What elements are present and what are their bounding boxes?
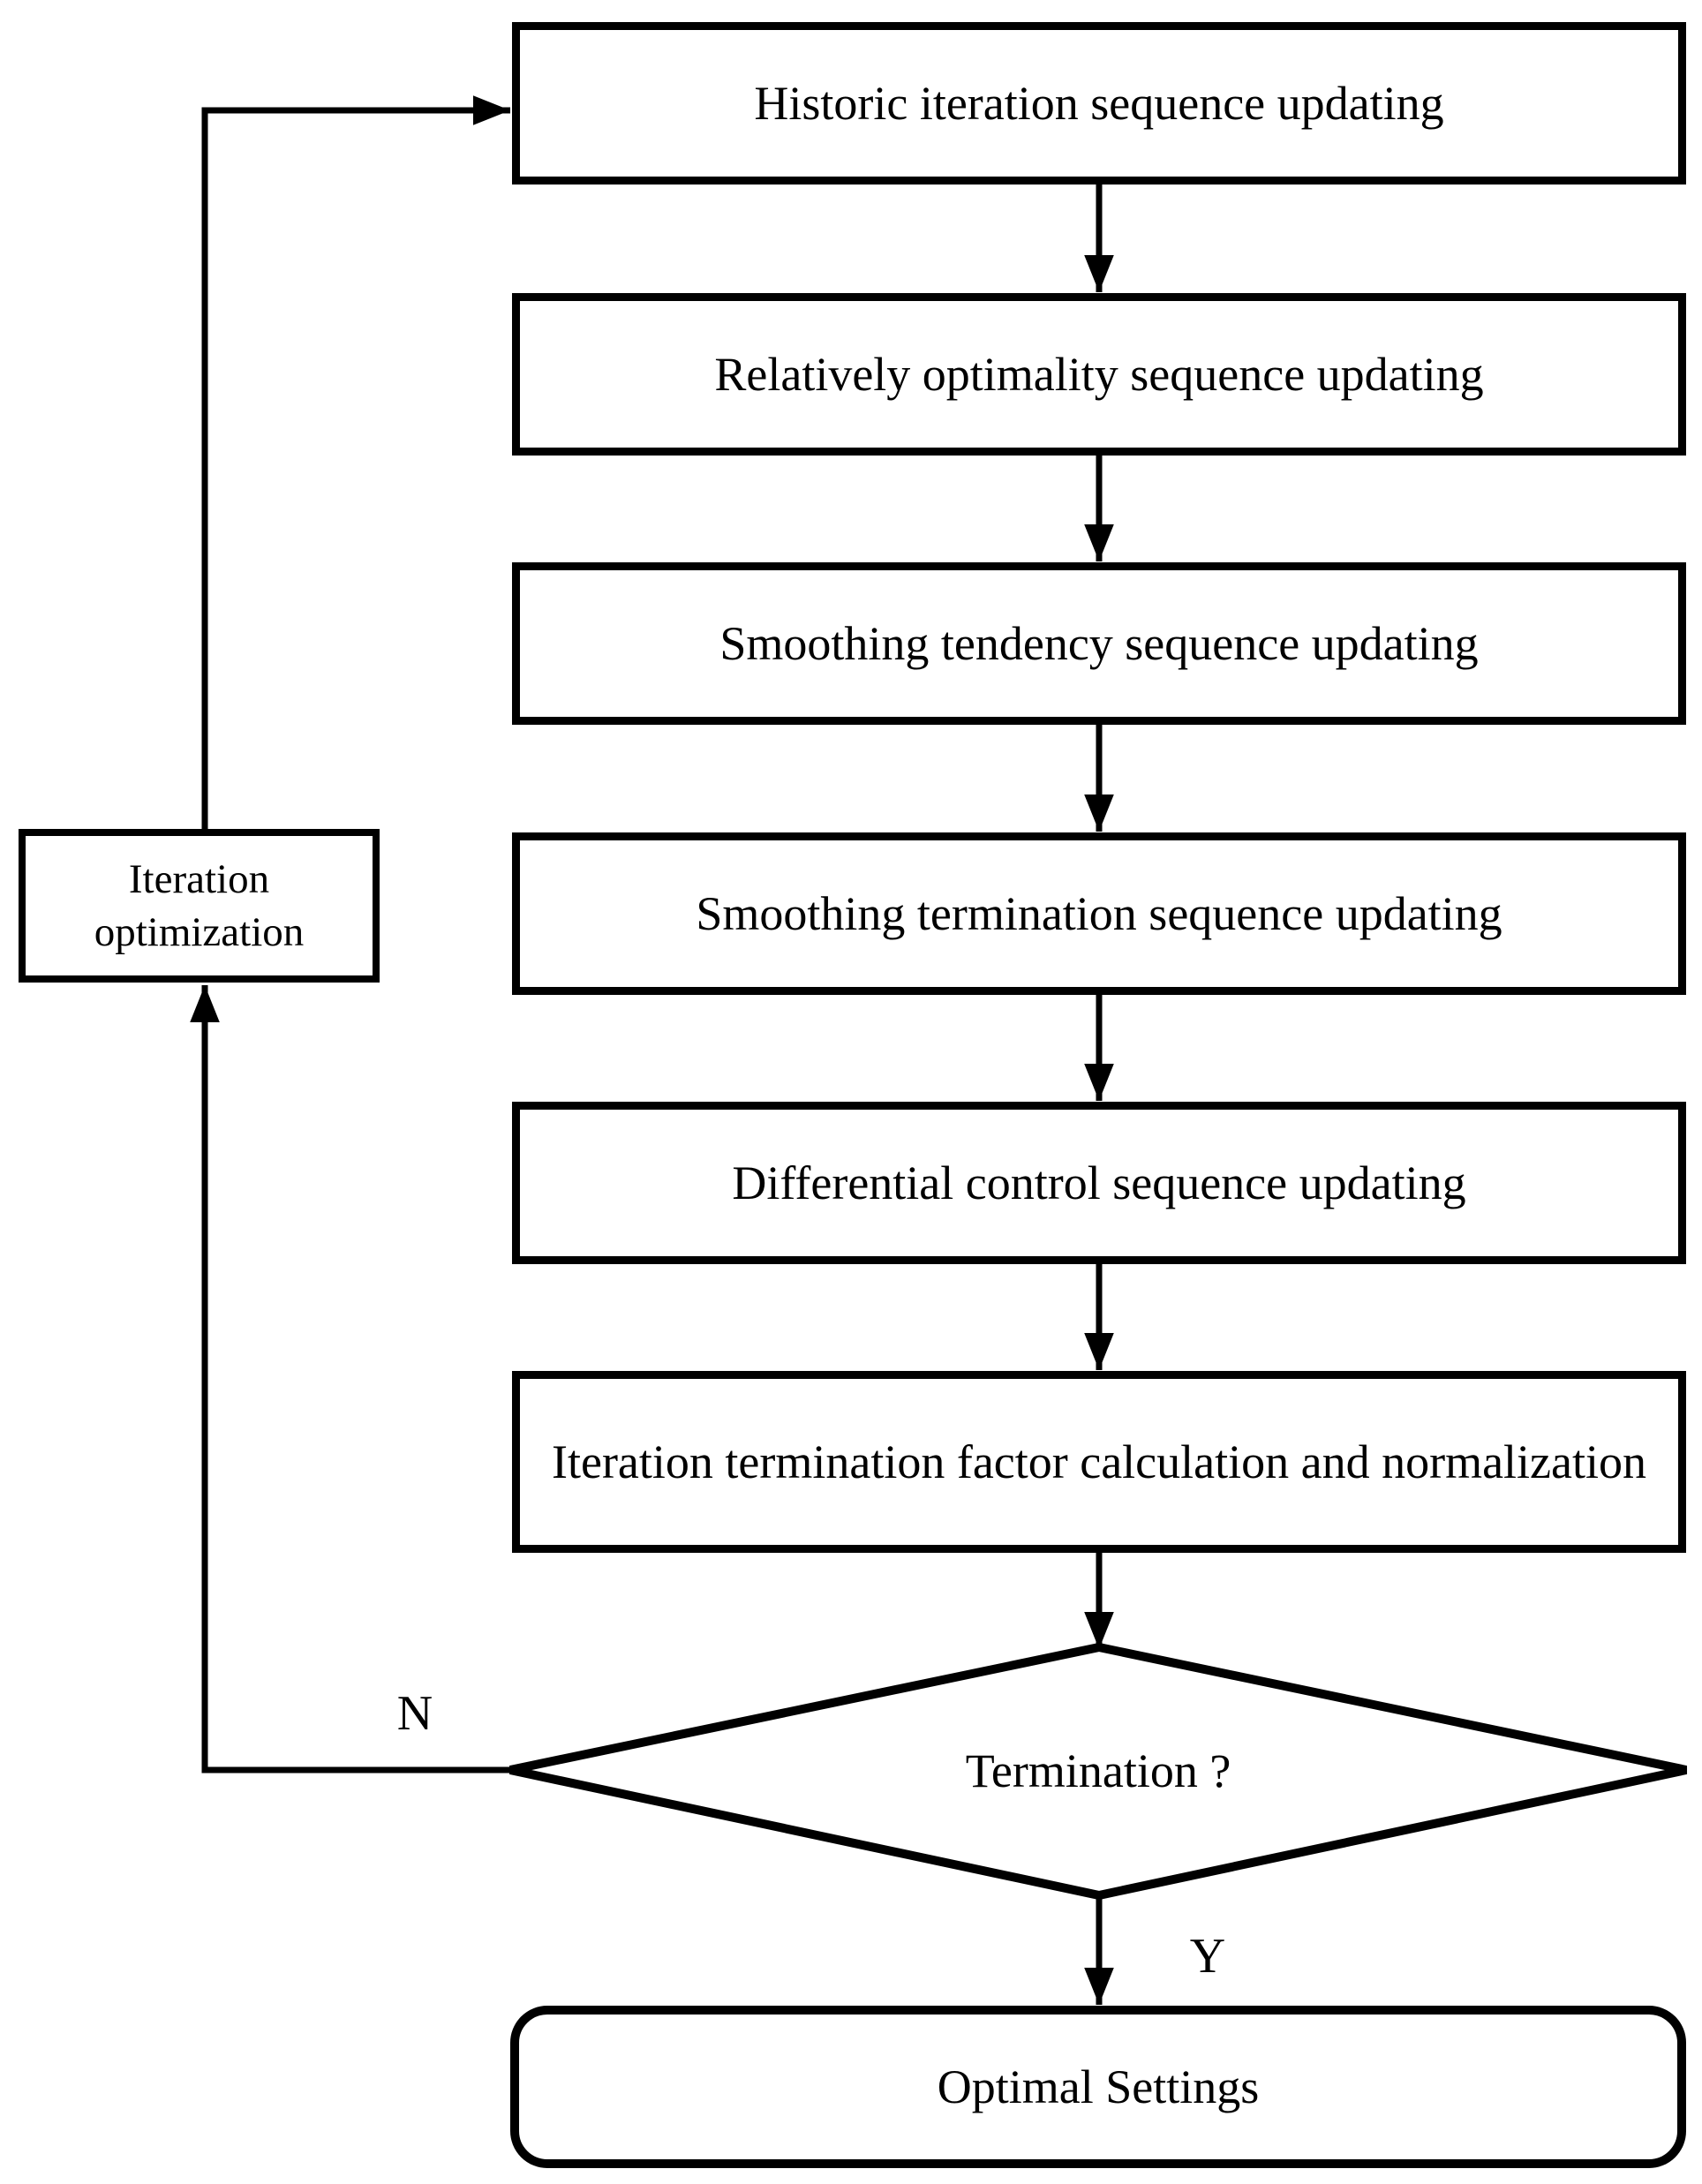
decision-diamond-shape	[508, 1642, 1688, 1901]
process-box-relatively-optimality: Relatively optimality sequence updating	[512, 293, 1686, 456]
process-box-label: Historic iteration sequence updating	[754, 76, 1444, 130]
side-box-iteration-optimization: Iteration optimization	[19, 829, 380, 983]
terminal-box-optimal-settings: Optimal Settings	[510, 2006, 1686, 2168]
process-box-smoothing-termination: Smoothing termination sequence updating	[512, 832, 1686, 995]
process-box-iteration-termination-factor: Iteration termination factor calculation…	[512, 1371, 1686, 1553]
process-box-differential-control: Differential control sequence updating	[512, 1102, 1686, 1264]
process-box-smoothing-tendency: Smoothing tendency sequence updating	[512, 562, 1686, 725]
arrow-decision-to-iteration-optimization-no	[190, 985, 516, 1774]
decision-label-text: Termination ?	[965, 1744, 1231, 1797]
terminal-box-label: Optimal Settings	[937, 2060, 1260, 2113]
decision-label-termination: Termination ?	[510, 1743, 1686, 1798]
side-box-label: Iteration optimization	[94, 855, 305, 955]
process-box-label: Differential control sequence updating	[732, 1156, 1466, 1209]
process-box-label: Iteration termination factor calculation…	[552, 1435, 1646, 1488]
edge-label-no: N	[396, 1686, 433, 1741]
edge-label-yes: Y	[1189, 1929, 1226, 1984]
process-box-label: Smoothing tendency sequence updating	[719, 616, 1479, 670]
arrow-iteration-optimization-to-historic	[201, 95, 510, 831]
process-box-label: Smoothing termination sequence updating	[696, 886, 1502, 940]
process-box-historic-iteration: Historic iteration sequence updating	[512, 22, 1686, 185]
process-box-label: Relatively optimality sequence updating	[714, 347, 1484, 401]
